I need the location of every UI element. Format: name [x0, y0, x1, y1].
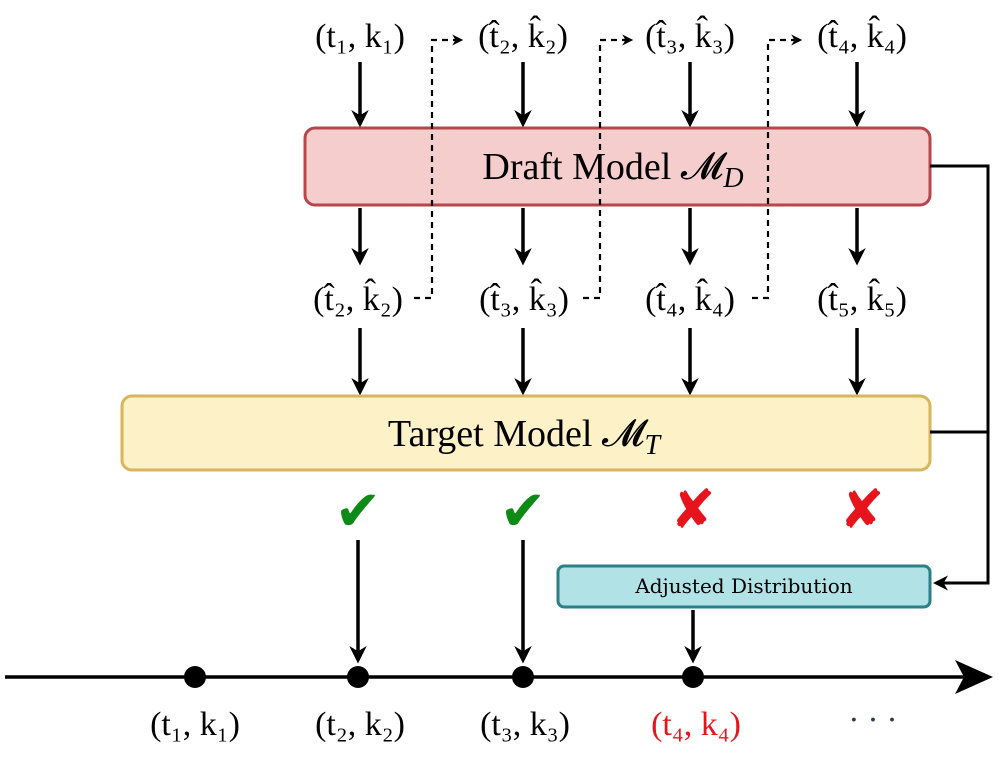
- draft-output-1: (t̂₂, k̂₂): [313, 278, 403, 318]
- timeline-ellipsis: · · ·: [849, 703, 897, 738]
- draft-output-3: (t̂₄, k̂₄): [645, 278, 735, 318]
- timeline-arrows: [349, 540, 702, 664]
- timeline-label-2: (t₂, k₂): [315, 706, 405, 743]
- input-arrows: [351, 62, 866, 128]
- draft-output-arrows: [351, 208, 866, 266]
- check-icon-2: ✔: [500, 479, 547, 544]
- draft-model-label: Draft Model 𝓜: [482, 146, 727, 188]
- draft-output-2: (t̂₃, k̂₃): [479, 278, 569, 318]
- target-model-subscript: T: [645, 430, 663, 461]
- adjusted-distribution-box: Adjusted Distribution: [556, 564, 932, 609]
- timeline-label-3: (t₃, k₃): [480, 706, 570, 743]
- input-label-4: (t̂₄, k̂₄): [817, 15, 907, 55]
- target-input-arrows: [351, 328, 866, 396]
- input-label-3: (t̂₃, k̂₃): [645, 15, 735, 55]
- adjusted-distribution-label: Adjusted Distribution: [634, 574, 852, 598]
- draft-output-4: (t̂₅, k̂₅): [817, 278, 907, 318]
- draft-model-box: Draft Model 𝓜D: [303, 126, 932, 207]
- timeline-label-4: (t₄, k₄): [651, 706, 741, 743]
- timeline-label-1: (t₁, k₁): [150, 706, 240, 743]
- check-icon-1: ✔: [335, 479, 382, 544]
- target-model-label: Target Model 𝓜: [388, 413, 649, 455]
- timeline-points: [184, 666, 704, 688]
- target-model-box: Target Model 𝓜T: [120, 394, 932, 472]
- feedback-dashed-lines: [414, 34, 803, 300]
- timeline-axis: [5, 660, 993, 694]
- svg-text:Target Model 𝓜T: Target Model 𝓜T: [388, 413, 663, 461]
- draft-target-connector: [930, 164, 990, 591]
- cross-icon-4: ✘: [839, 478, 884, 541]
- input-label-2: (t̂₂, k̂₂): [478, 15, 568, 55]
- input-label-1: (t₁, k₁): [315, 18, 405, 55]
- draft-model-subscript: D: [722, 163, 743, 194]
- svg-text:Draft Model 𝓜D: Draft Model 𝓜D: [482, 146, 743, 194]
- cross-icon-3: ✘: [670, 478, 715, 541]
